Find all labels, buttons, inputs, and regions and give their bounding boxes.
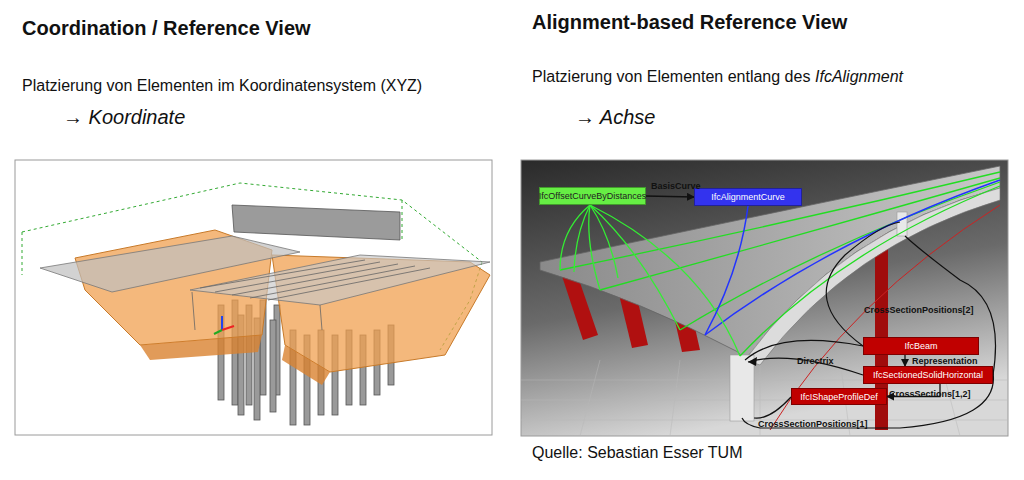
alignment-model	[748, 357, 757, 366]
entity-box: IfcBeam	[863, 337, 979, 355]
entity-box: IfcAlignmentCurve	[694, 188, 802, 206]
alignment-model	[560, 205, 740, 356]
bridge-model	[402, 200, 403, 240]
entity-box: IfcIShapeProfileDef	[791, 388, 887, 405]
bridge-model	[270, 320, 276, 412]
bridge-model	[320, 305, 322, 330]
concept-text: → Achse	[575, 105, 655, 129]
relation-label: Directrix	[797, 356, 834, 367]
alignment-model	[580, 360, 600, 436]
section-heading: Coordination / Reference View	[22, 16, 311, 40]
alignment-model	[590, 205, 740, 356]
entity-box: IfcSectionedSolidHorizontal	[863, 366, 993, 384]
alignment-model	[600, 178, 1000, 290]
relation-arrow	[904, 355, 905, 366]
bridge-model	[200, 260, 365, 288]
entity-name: IfcOffsetCurveByDistances	[539, 191, 646, 201]
alignment-model	[521, 160, 1008, 436]
relation-label: CrossSectionPositions[1]	[758, 419, 868, 430]
bridge-model	[140, 335, 262, 360]
entity-name: IfcIShapeProfileDef	[800, 392, 878, 402]
alignment-model	[730, 355, 754, 421]
bridge-model	[190, 255, 490, 305]
alignment-model	[754, 397, 791, 418]
bridge-model	[282, 345, 330, 385]
entity-name: IfcAlignmentCurve	[711, 192, 785, 202]
relation-label: Representation	[912, 356, 978, 367]
alignment-model	[742, 222, 996, 428]
bridge-model	[192, 292, 195, 330]
bridge-model	[268, 268, 430, 300]
concept-text: → Koordinate	[63, 105, 185, 129]
alignment-model	[680, 182, 1000, 330]
alignment-model	[826, 222, 900, 346]
bridge-model	[214, 316, 234, 334]
bridge-model	[192, 260, 430, 330]
source-caption: Quelle: Sebastian Esser TUM	[532, 443, 742, 462]
alignment-model	[574, 205, 590, 272]
bridge-model	[214, 330, 222, 334]
description-text: Platzierung von Elementen entlang des	[532, 67, 810, 86]
bridge-model	[222, 326, 234, 330]
bridge-model	[15, 160, 492, 435]
bridge-model	[22, 232, 23, 275]
relation-arrow	[646, 196, 694, 197]
description-text: Platzierung von Elementen im Koordinaten…	[22, 76, 422, 95]
bridge-model	[232, 205, 400, 240]
entity-name: IfcBeam	[904, 341, 937, 351]
alignment-model	[590, 205, 680, 330]
bridge-model	[15, 160, 492, 435]
alignment-model	[590, 205, 618, 278]
alignment-model	[740, 186, 1000, 356]
relation-label: CrossSectionPositions[2]	[864, 305, 974, 316]
relation-label: BasisCurve	[651, 181, 701, 192]
bridge-model	[215, 262, 380, 292]
bridge-model	[221, 316, 223, 330]
alignment-model	[670, 360, 680, 436]
entity-name: IfcSectionedSolidHorizontal	[873, 370, 983, 380]
alignment-model	[705, 206, 748, 335]
entity-box: IfcOffsetCurveByDistances	[539, 187, 646, 205]
section-heading: Alignment-based Reference View	[532, 10, 847, 34]
bridge-model	[250, 266, 415, 298]
alignment-model	[521, 160, 1008, 436]
entity-name: IfcAlignment	[815, 67, 903, 86]
alignment-model	[521, 400, 1008, 401]
alignment-model	[770, 205, 1000, 430]
relation-label: CrossSections[1,2]	[889, 389, 971, 400]
alignment-model	[521, 360, 1008, 436]
